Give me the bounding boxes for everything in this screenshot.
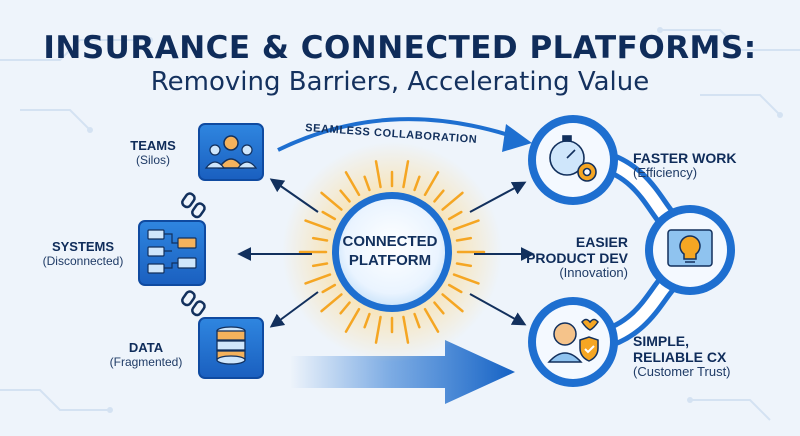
sun-ray [320, 191, 343, 211]
sun-ray [321, 283, 337, 294]
sun-rays [298, 160, 486, 344]
sun-ray [423, 307, 440, 333]
sun-ray [363, 312, 371, 329]
sun-ray [321, 210, 337, 221]
platform-outflow-arrows [237, 178, 535, 328]
sun-ray [413, 312, 421, 329]
sun-ray [344, 307, 361, 333]
product-dev-line-2: PRODUCT DEV [526, 250, 628, 267]
sun-ray [402, 160, 410, 189]
connected-platform-label: CONNECTED PLATFORM [320, 233, 460, 271]
big-flow-arrow [290, 340, 515, 404]
teams-tile [198, 123, 264, 181]
faster-work-subtitle: (Efficiency) [633, 165, 698, 181]
sun-ray [320, 293, 343, 313]
sun-ray [423, 171, 440, 197]
sun-ray [374, 315, 382, 344]
sun-ray [304, 273, 332, 285]
customer-cx-circle [528, 297, 618, 387]
sun-ray [452, 273, 480, 285]
data-title: DATA [128, 340, 164, 355]
sun-ray [344, 171, 361, 197]
sun-ray [339, 189, 351, 203]
database-icon [216, 326, 246, 365]
teams-title: TEAMS [130, 138, 176, 153]
center-line-2: PLATFORM [348, 251, 432, 269]
broken-chain-icon-2 [181, 290, 206, 317]
product-dev-line-1: EASIER [575, 234, 628, 250]
product-dev-circle [645, 205, 735, 295]
faster-work-title: FASTER WORK [633, 150, 737, 166]
sun-ray [447, 283, 463, 294]
sun-ray [304, 219, 332, 231]
sun-ray [433, 301, 445, 315]
sun-ray [455, 262, 473, 268]
sun-ray [374, 160, 382, 189]
collaboration-arrow [277, 117, 519, 152]
sun-ray [363, 175, 371, 192]
platform-core [339, 199, 445, 305]
people-icon [204, 135, 258, 169]
cx-subtitle: (Customer Trust) [633, 364, 731, 380]
background-circuit-lines [0, 29, 800, 421]
sun-ray [311, 262, 329, 268]
page-subtitle: Removing Barriers, Accelerating Value [150, 67, 650, 97]
sun-ray [339, 301, 351, 315]
teams-subtitle: (Silos) [135, 152, 170, 167]
faster-work-circle [528, 115, 618, 205]
systems-label: SYSTEMS (Disconnected) [28, 239, 138, 269]
systems-tile [138, 220, 206, 286]
sun-ray [441, 191, 464, 211]
flowchart-icon [147, 229, 197, 274]
product-dev-subtitle: (Innovation) [559, 265, 628, 281]
sun-ray [447, 210, 463, 221]
cx-line-2: RELIABLE CX [633, 349, 727, 366]
collaboration-arrowhead [502, 124, 532, 152]
lightbulb-blueprint-icon [667, 229, 713, 267]
customer-shield-icon [547, 318, 599, 363]
sun-ray [441, 293, 464, 313]
stopwatch-gear-icon [549, 135, 597, 182]
center-line-1: CONNECTED [342, 233, 438, 250]
sun-ray [402, 315, 410, 344]
product-dev-label: EASIER PRODUCT DEV (Innovation) [524, 234, 628, 281]
systems-title: SYSTEMS [51, 239, 115, 254]
sun-ray [452, 219, 480, 231]
broken-chain-icon [181, 192, 206, 219]
data-subtitle: (Fragmented) [109, 354, 183, 369]
sun-ray [433, 189, 445, 203]
faster-work-label: FASTER WORK (Efficiency) [633, 150, 736, 181]
cx-line-1: SIMPLE, [633, 333, 690, 349]
customer-cx-label: SIMPLE, RELIABLE CX (Customer Trust) [633, 333, 731, 380]
page-title: INSURANCE & CONNECTED PLATFORMS: [43, 30, 757, 66]
data-label: DATA (Fragmented) [98, 340, 194, 370]
teams-label: TEAMS (Silos) [118, 138, 188, 168]
sun-ray [413, 175, 421, 192]
sun-ray [311, 236, 329, 242]
data-tile [198, 317, 264, 379]
systems-subtitle: (Disconnected) [42, 253, 124, 268]
sun-ray [455, 236, 473, 242]
background-circuit-dots [87, 27, 783, 413]
